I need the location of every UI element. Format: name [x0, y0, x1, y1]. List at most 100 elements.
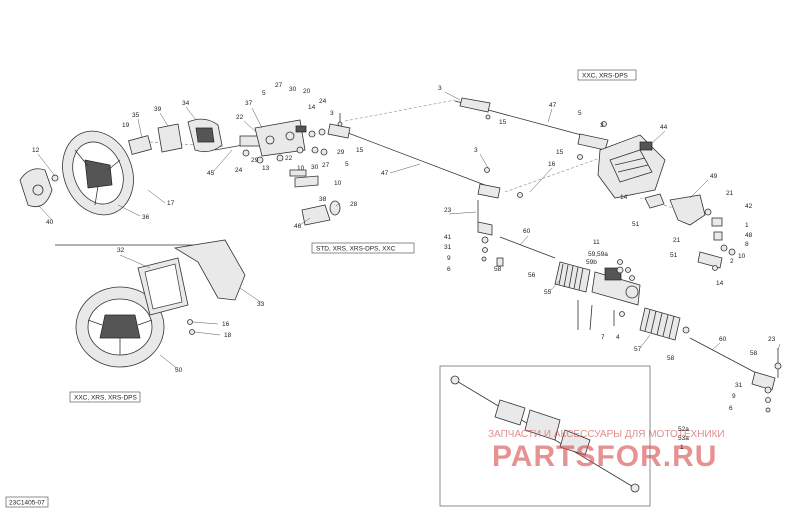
callout: 14: [620, 194, 628, 201]
callout: 47: [381, 170, 389, 177]
callout: 14: [716, 280, 724, 287]
cover-33: [173, 239, 246, 301]
callout: 27: [275, 82, 283, 89]
callout: 22: [285, 155, 293, 162]
callout: 38: [319, 196, 327, 203]
diagram-code: 23C1405-07: [9, 500, 45, 507]
callout: 45: [207, 170, 215, 177]
callout: 15: [356, 147, 364, 154]
callout: 24: [235, 167, 243, 174]
callout: 51: [632, 221, 640, 228]
callout: 6: [447, 266, 451, 273]
callout: 3: [600, 122, 604, 129]
shaft-47-lower: [334, 127, 499, 191]
callout: 58: [494, 266, 502, 273]
callout: 27: [322, 162, 330, 169]
callout: 59,59a: [588, 251, 608, 258]
callout: 23: [768, 336, 776, 343]
callout: 35: [132, 112, 140, 119]
diagram-code-box: 23C1405-07: [5, 496, 49, 508]
variant-label-text: XXC, XRS, XRS-DPS: [74, 395, 138, 402]
callout: 39: [154, 106, 162, 113]
watermark-line1: ЗАПЧАСТИ И АКСЕССУАРЫ ДЛЯ МОТОТЕХНИКИ: [488, 429, 725, 440]
callout: 10: [297, 165, 305, 172]
callout: 3: [330, 110, 334, 117]
callout: 48: [745, 232, 753, 239]
boot-57: [639, 307, 681, 341]
steering-wheel-36: [62, 130, 134, 216]
boot-55: [554, 261, 591, 293]
bracket-35: [128, 135, 152, 155]
callout: 57: [634, 346, 642, 353]
leader-lines: [37, 91, 781, 370]
tie-rod-60-left: [499, 236, 556, 259]
callout: 30: [289, 86, 297, 93]
callout: 36: [142, 214, 150, 221]
assembly-line: [504, 157, 601, 193]
variant-label-middle: STD, XRS, XRS-DPS, XXC: [311, 242, 415, 254]
callout: 4: [616, 334, 620, 341]
callout: 9: [447, 255, 451, 262]
callout: 6: [729, 405, 733, 412]
bezel-39: [157, 123, 183, 153]
dps-unit-44: [597, 134, 666, 199]
callout: 42: [745, 203, 753, 210]
shaft-38: [294, 175, 319, 188]
callout: 34: [182, 100, 190, 107]
tie-rod-60-right: [689, 337, 761, 376]
callout: 24: [319, 98, 327, 105]
callout: 5: [262, 90, 266, 97]
callout: 29: [251, 157, 259, 164]
callout: 15: [556, 149, 564, 156]
callout: 50: [175, 367, 183, 374]
callout: 44: [660, 124, 668, 131]
callout: 19: [122, 122, 130, 129]
callout: 9: [732, 393, 736, 400]
callout: 23: [444, 207, 452, 214]
variant-label-top-right: XXC, XRS-DPS: [577, 69, 637, 81]
clamp-28: [329, 200, 341, 216]
callout: 21: [726, 190, 734, 197]
callout: 28: [350, 201, 358, 208]
callout: 12: [32, 147, 40, 154]
callout: 18: [224, 332, 232, 339]
column-assembly-37: [254, 119, 307, 157]
callout: 10: [334, 180, 342, 187]
rack-56: [591, 259, 641, 306]
steering-wheel-50: [75, 286, 165, 368]
callout: 11: [593, 239, 600, 246]
callout: 52a: [678, 426, 689, 433]
variant-label-text: STD, XRS, XRS-DPS, XXC: [316, 246, 396, 253]
callout: 29: [337, 149, 345, 156]
callout: 15: [499, 119, 507, 126]
assembly-line: [639, 197, 691, 214]
callout: 10: [738, 253, 746, 260]
callout: 13: [262, 165, 270, 172]
callout: 46: [294, 223, 302, 230]
callout: 5: [345, 161, 349, 168]
callout: 37: [245, 100, 253, 107]
callout: 49: [710, 173, 718, 180]
callout: 21: [673, 237, 681, 244]
callout: 5: [578, 110, 582, 117]
assembly-line: [344, 99, 456, 122]
callout: 41: [444, 234, 452, 241]
callout: 58: [667, 355, 675, 362]
callout: 60: [523, 228, 531, 235]
callout: 2: [730, 258, 734, 265]
callout: 1: [680, 444, 684, 451]
callout: 51: [670, 252, 678, 259]
callout: 59b: [586, 259, 597, 266]
callout: 53a: [678, 435, 689, 442]
callout: 55: [544, 289, 552, 296]
watermark-logo: PARTSFOR.RU: [492, 440, 717, 473]
callout: 58: [750, 350, 758, 357]
callout: 30: [311, 164, 319, 171]
callout: 22: [236, 114, 244, 121]
callout: 7: [601, 334, 605, 341]
bracket-49: [669, 194, 706, 226]
callout: 16: [222, 321, 230, 328]
callout: 3: [438, 85, 442, 92]
